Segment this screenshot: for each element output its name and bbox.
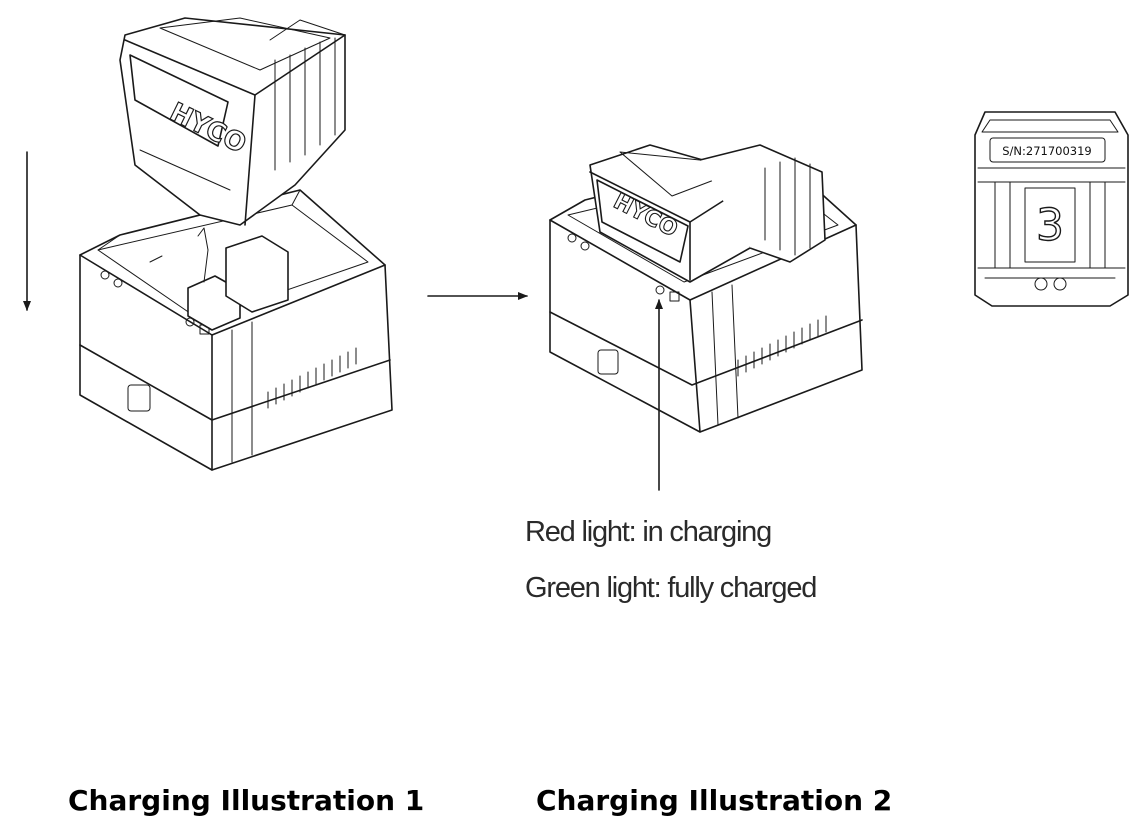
slot-number: 3 [1036,200,1064,251]
serial-label: S/N:271700319 [1002,144,1092,158]
charger-illustration-1: HYCO [79,17,393,471]
battery-back-view: S/N:271700319 3 [974,111,1129,307]
caption-illustration-1: Charging Illustration 1 [68,784,425,817]
charger-illustration-2: HYCO [549,144,863,433]
green-light-note: Green light: fully charged [525,572,817,604]
red-light-note: Red light: in charging [525,516,772,548]
caption-illustration-2: Charging Illustration 2 [536,784,893,817]
